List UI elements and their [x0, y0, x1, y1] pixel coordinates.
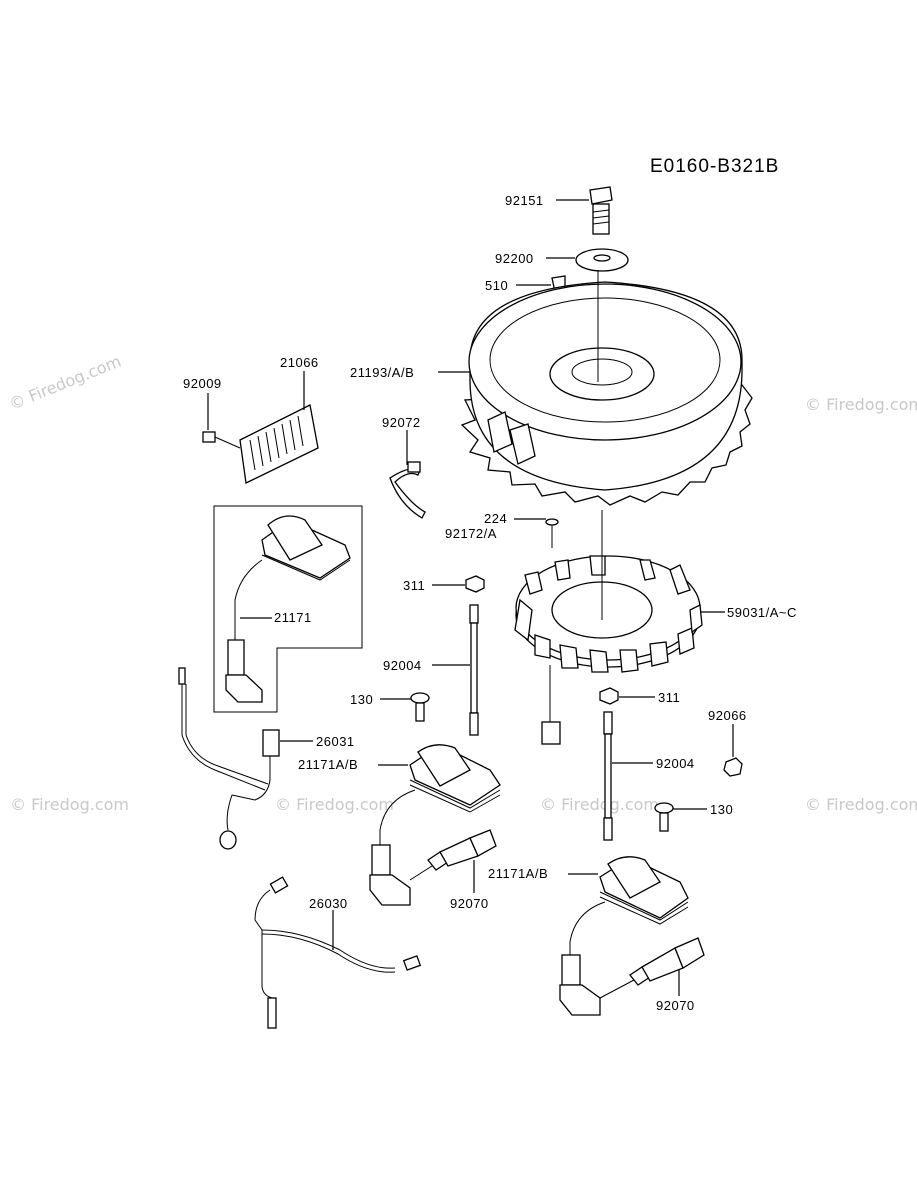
- bolt-92151: [589, 186, 613, 235]
- screw-92172: [545, 518, 559, 548]
- label-21193: 21193/A/B: [350, 365, 414, 380]
- washer-92200: [575, 248, 629, 272]
- watermark-text: © Firedog.com: [805, 795, 917, 814]
- stud-92004: [469, 604, 479, 736]
- spark-plug-92070: [599, 937, 705, 999]
- label-92009: 92009: [183, 376, 222, 391]
- ignition-coil-21171-box: [213, 505, 363, 713]
- regulator-21066: [239, 404, 319, 484]
- label-59031: 59031/A~C: [727, 605, 797, 620]
- wire-harness-26030: [254, 876, 422, 1029]
- stator-59031: [514, 510, 703, 745]
- label-92004: 92004: [656, 756, 695, 771]
- label-311: 311: [658, 690, 680, 705]
- label-21171A-B: 21171A/B: [298, 757, 358, 772]
- label-92066: 92066: [708, 708, 747, 723]
- diagram-code: E0160-B321B: [650, 156, 779, 177]
- label-510: 510: [485, 278, 508, 293]
- label-92151: 92151: [505, 193, 544, 208]
- watermark-text: © Firedog.com: [805, 395, 917, 414]
- ignition-coil-21171ab: [369, 744, 501, 906]
- label-92004: 92004: [383, 658, 422, 673]
- watermark-text: © Firedog.com: [6, 352, 123, 414]
- wire-harness-26031: [178, 667, 280, 850]
- clamp-92072: [389, 461, 426, 519]
- label-26031: 26031: [316, 734, 355, 749]
- label-130: 130: [350, 692, 373, 707]
- label-26030: 26030: [309, 896, 348, 911]
- label-92172: 92172/A: [445, 526, 497, 541]
- label-21171A-B: 21171A/B: [488, 866, 548, 881]
- label-21066: 21066: [280, 355, 319, 370]
- ignition-coil-21171ab: [559, 856, 689, 1016]
- screw-130: [654, 802, 674, 832]
- label-311: 311: [403, 578, 425, 593]
- watermark-text: © Firedog.com: [540, 795, 659, 814]
- label-130: 130: [710, 802, 733, 817]
- watermarks: © Firedog.com © Firedog.com © Firedog.co…: [6, 352, 917, 814]
- nut-311: [599, 687, 619, 705]
- nut-92066: [723, 757, 743, 777]
- watermark-text: © Firedog.com: [275, 795, 394, 814]
- label-92070: 92070: [450, 896, 489, 911]
- label-92070: 92070: [656, 998, 695, 1013]
- spark-plug-92070: [409, 829, 497, 881]
- label-21171: 21171: [274, 610, 312, 625]
- flywheel-21193: [460, 270, 753, 506]
- screw-92009: [202, 431, 241, 449]
- screw-130: [410, 692, 430, 722]
- stud-92004: [603, 711, 613, 841]
- label-92200: 92200: [495, 251, 534, 266]
- nut-311: [465, 575, 485, 593]
- label-224: 224: [484, 511, 507, 526]
- label-92072: 92072: [382, 415, 421, 430]
- watermark-text: © Firedog.com: [10, 795, 129, 814]
